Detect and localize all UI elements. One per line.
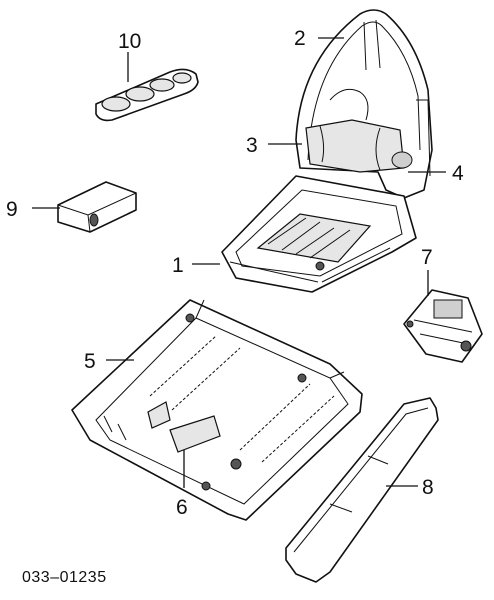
callout-7: 7 [421, 246, 433, 269]
callout-3: 3 [246, 134, 258, 157]
figure-code: 033–01235 [22, 569, 107, 586]
cushion-block-part [57, 181, 137, 233]
callout-2: 2 [294, 27, 306, 50]
callout-10: 10 [118, 30, 141, 53]
adjuster-connector-part [403, 289, 483, 363]
callout-6: 6 [176, 496, 188, 519]
leader-lines [32, 37, 446, 488]
callout-5: 5 [84, 350, 96, 373]
cup-holder-part [95, 68, 199, 122]
seat-cushion-frame-part [221, 175, 417, 293]
callout-8: 8 [422, 476, 434, 499]
callout-labels: 10 2 3 4 9 1 7 5 6 8 [6, 27, 464, 519]
seat-track-assembly-part [71, 299, 363, 521]
callout-1: 1 [172, 254, 184, 277]
side-trim-cover-part [285, 397, 439, 583]
callout-4: 4 [452, 162, 464, 185]
seatback-frame-part [295, 9, 433, 199]
callout-9: 9 [6, 198, 18, 221]
